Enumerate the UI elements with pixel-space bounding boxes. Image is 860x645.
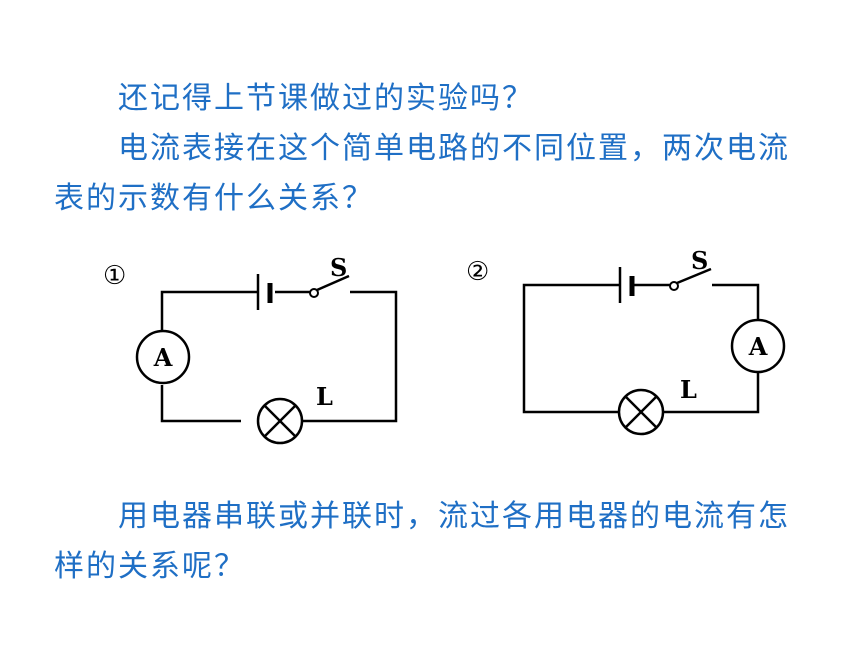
question-1-text: 还记得上节课做过的实验吗？ [118, 81, 534, 116]
circuit-1-lamp-label: L [316, 382, 333, 411]
circuit-1-lamp-cross-b [263, 404, 297, 438]
question-2-text: 电流表接在这个简单电路的不同位置，两次电流表的示数有什么关系？ [54, 131, 790, 216]
circuit-1-switch-blade [316, 274, 350, 292]
circuit-1: ① S A L [103, 253, 398, 445]
circuit-2-ammeter-label: A [748, 332, 768, 361]
circuit-2: ② S A L [466, 246, 786, 436]
question-3-text: 用电器串联或并联时，流过各用电器的电流有怎样的关系呢？ [54, 499, 790, 584]
circuit-2-wire-left [522, 283, 620, 414]
circuit-1-wire-bottom [160, 385, 241, 423]
circuit-2-wire-right-bottom [664, 372, 760, 414]
circuit-1-wire-right [276, 290, 398, 423]
circuit-1-wire-left-top [160, 290, 258, 330]
question-1: 还记得上节课做过的实验吗？ [54, 74, 534, 124]
circuit-2-switch-blade [676, 267, 712, 285]
circuit-2-switch-pivot [669, 281, 679, 291]
question-3: 用电器串联或并联时，流过各用电器的电流有怎样的关系呢？ [54, 492, 804, 592]
circuit-2-switch-label: S [691, 246, 708, 275]
circuit-1-ammeter-label: A [153, 343, 173, 372]
circuit-2-number: ② [466, 257, 489, 287]
circuit-2-wire-right-top [712, 283, 760, 320]
circuit-1-number: ① [103, 261, 126, 291]
circuit-1-switch-pivot [309, 288, 319, 298]
circuit-2-lamp-label: L [680, 375, 697, 404]
circuit-2-lamp-cross-b [624, 395, 658, 429]
circuit-1-switch-label: S [330, 253, 347, 282]
question-2: 电流表接在这个简单电路的不同位置，两次电流表的示数有什么关系？ [54, 124, 804, 224]
circuit-1-ammeter [135, 329, 191, 385]
circuit-2-ammeter [730, 318, 786, 374]
